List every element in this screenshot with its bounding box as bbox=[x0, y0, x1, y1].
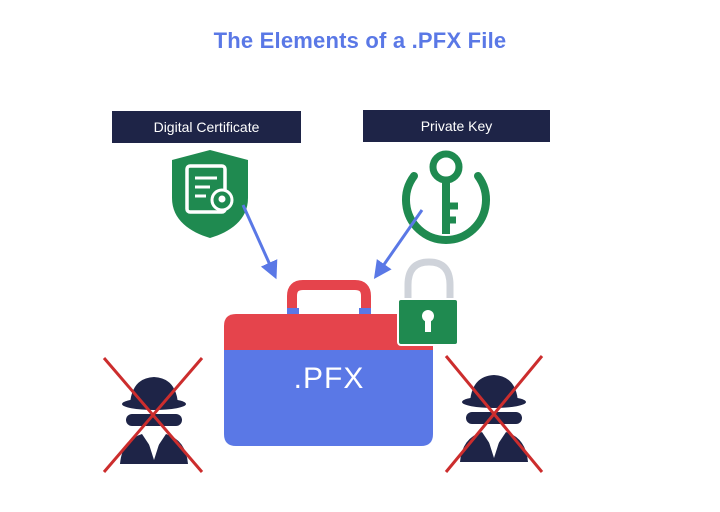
certificate-arrow bbox=[241, 204, 278, 280]
blocked-hacker-right-icon bbox=[444, 355, 544, 473]
diagram-title: The Elements of a .PFX File bbox=[213, 28, 507, 53]
key-arrow bbox=[373, 209, 424, 279]
pfx-file-label: .PFX bbox=[293, 362, 365, 395]
briefcase-icon bbox=[224, 280, 433, 446]
key-circle-icon bbox=[402, 150, 490, 244]
private-key-label: Private Key bbox=[363, 110, 550, 142]
certificate-shield-icon bbox=[172, 150, 248, 238]
blocked-hacker-left-icon bbox=[102, 357, 204, 473]
digital-certificate-label: Digital Certificate bbox=[112, 111, 301, 143]
padlock-icon bbox=[397, 258, 459, 346]
